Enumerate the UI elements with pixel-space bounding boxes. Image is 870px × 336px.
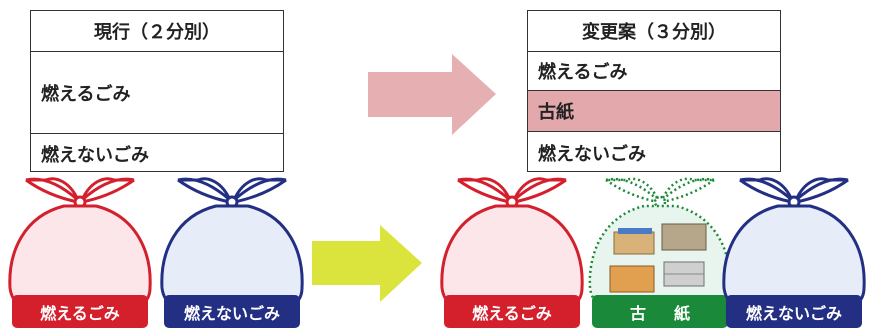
paper-label-char-1: 古: [629, 303, 646, 323]
burnable-bag: 燃えるごみ: [436, 172, 588, 332]
current-row-nonburnable: 燃えないごみ: [31, 133, 283, 173]
nonburnable-bag-label: 燃えないごみ: [726, 295, 862, 328]
paper-bag-label: 古 紙: [592, 295, 728, 328]
burnable-bag-label: 燃えるごみ: [444, 295, 580, 328]
current-system-table: 現行（２分別） 燃えるごみ 燃えないごみ: [30, 10, 284, 172]
nonburnable-bag: 燃えないごみ: [156, 172, 308, 332]
current-row-burnable: 燃えるごみ: [31, 51, 283, 133]
proposal-row-burnable: 燃えるごみ: [528, 51, 780, 90]
garbage-bag-icon: [160, 177, 304, 312]
paper-bundle-icon: [609, 223, 707, 293]
right-arrow-icon: [368, 54, 496, 135]
garbage-bag-icon: [722, 177, 866, 312]
proposal-row-nonburnable: 燃えないごみ: [528, 131, 780, 173]
proposal-row-paper: 古紙: [528, 90, 780, 131]
burnable-bag-label: 燃えるごみ: [12, 295, 148, 328]
right-arrow-icon: [312, 225, 422, 302]
burnable-bag: 燃えるごみ: [4, 172, 156, 332]
current-system-title: 現行（２分別）: [94, 22, 220, 43]
garbage-bag-icon: [440, 177, 584, 312]
proposal-title: 変更案（３分別）: [582, 22, 726, 43]
paper-bag: 古 紙: [584, 172, 736, 332]
proposal-table: 変更案（３分別） 燃えるごみ 古紙 燃えないごみ: [527, 10, 781, 172]
paper-label-char-2: 紙: [673, 303, 690, 323]
paper-bag-icon: [588, 177, 732, 312]
nonburnable-bag: 燃えないごみ: [718, 172, 870, 332]
nonburnable-bag-label: 燃えないごみ: [164, 295, 300, 328]
